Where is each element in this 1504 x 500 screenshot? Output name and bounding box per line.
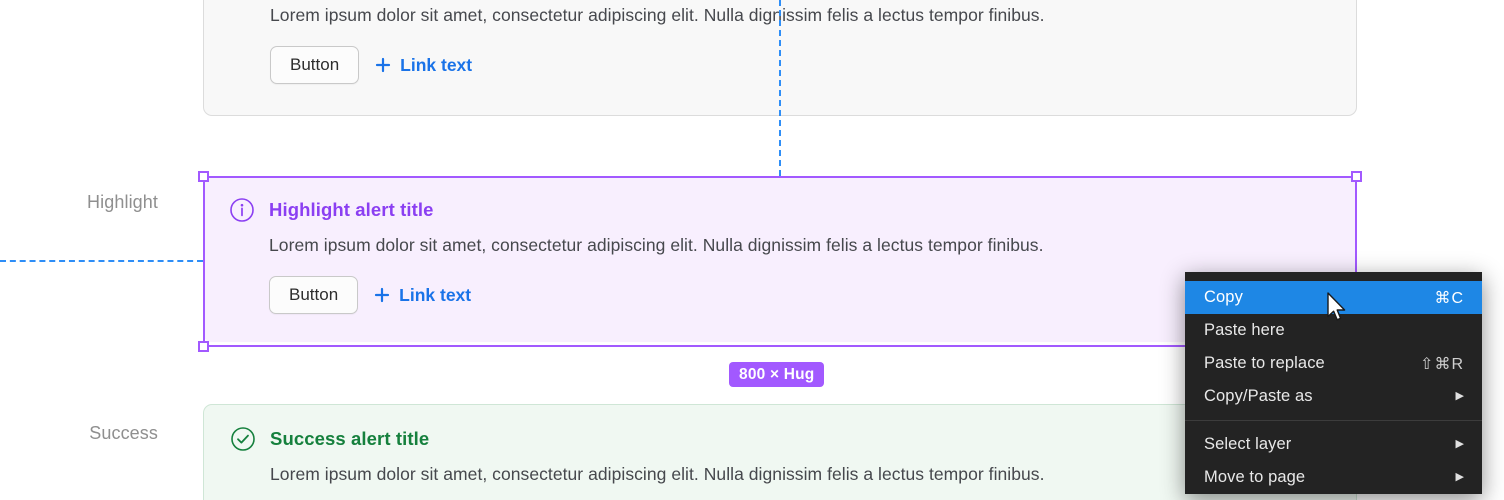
alert-card-success[interactable]: Success alert title Lorem ipsum dolor si… <box>203 404 1357 500</box>
context-menu-separator <box>1185 420 1482 421</box>
alert-card-highlight[interactable]: Highlight alert title Lorem ipsum dolor … <box>203 176 1357 342</box>
info-circle-icon <box>230 198 254 222</box>
context-menu-group-2: Select layer ▶ Move to page ▶ <box>1185 428 1482 494</box>
context-menu-item-shortcut: ⌘C <box>1434 289 1464 307</box>
alignment-guide-horizontal <box>0 260 203 262</box>
context-menu-item-label: Paste to replace <box>1204 354 1325 372</box>
size-badge: 800 × Hug <box>729 362 825 387</box>
context-menu-item-paste-here[interactable]: Paste here <box>1185 314 1482 347</box>
alert-title: Success alert title <box>270 428 430 449</box>
context-menu-item-label: Move to page <box>1204 468 1306 486</box>
context-menu-item-label: Copy/Paste as <box>1204 387 1313 405</box>
alert-link-label: Link text <box>399 284 472 305</box>
alert-header: Highlight alert title <box>229 196 1331 224</box>
alert-actions: Button Link text <box>270 46 1330 84</box>
alert-link[interactable]: Link text <box>374 285 471 306</box>
plus-icon <box>375 287 390 303</box>
context-menu-item-select-layer[interactable]: Select layer ▶ <box>1185 428 1482 461</box>
context-menu-item-shortcut: ⇧⌘R <box>1420 355 1464 373</box>
row-label-success: Success <box>89 423 158 443</box>
submenu-arrow-icon: ▶ <box>1455 471 1464 483</box>
context-menu-item-copy[interactable]: Copy ⌘C <box>1185 281 1482 314</box>
context-menu-item-label: Copy <box>1204 288 1243 306</box>
submenu-arrow-icon: ▶ <box>1455 390 1464 402</box>
alert-actions: Button Link text <box>269 276 1331 314</box>
alert-button[interactable]: Button <box>270 46 360 84</box>
context-menu-item-move-to-page[interactable]: Move to page ▶ <box>1185 461 1482 494</box>
alert-button[interactable]: Button <box>269 276 359 314</box>
resize-handle-bottom-left[interactable] <box>198 341 209 352</box>
row-label-highlight: Highlight <box>87 192 158 212</box>
context-menu-item-copy-paste-as[interactable]: Copy/Paste as ▶ <box>1185 380 1482 413</box>
alert-link-label: Link text <box>400 54 473 75</box>
context-menu-item-label: Paste here <box>1204 321 1285 339</box>
alert-body-text: Lorem ipsum dolor sit amet, consectetur … <box>270 5 1045 25</box>
plus-icon <box>376 57 391 73</box>
check-circle-icon <box>231 427 255 451</box>
alignment-guide-vertical <box>779 0 781 176</box>
alert-link[interactable]: Link text <box>375 55 472 76</box>
context-menu-item-paste-to-replace[interactable]: Paste to replace ⇧⌘R <box>1185 347 1482 380</box>
context-menu-item-label: Select layer <box>1204 435 1292 453</box>
alert-body-text: Lorem ipsum dolor sit amet, consectetur … <box>269 235 1044 255</box>
alert-title: Highlight alert title <box>269 199 434 220</box>
submenu-arrow-icon: ▶ <box>1455 438 1464 450</box>
alert-header: Success alert title <box>230 425 1330 453</box>
alert-body-text: Lorem ipsum dolor sit amet, consectetur … <box>270 464 1045 484</box>
